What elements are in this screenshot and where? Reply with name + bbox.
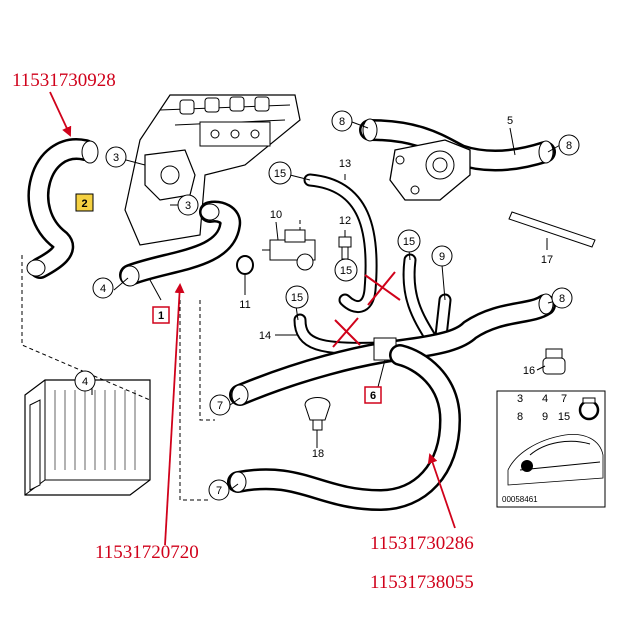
svg-text:2: 2 — [81, 198, 87, 210]
callout-square-1: 1 — [152, 306, 170, 324]
inset-clamp-icon — [578, 397, 600, 421]
callout-circle-3b: 3 — [177, 194, 199, 216]
inset-num-15: 15 — [558, 411, 570, 423]
svg-text:15: 15 — [291, 292, 303, 304]
svg-text:15: 15 — [340, 265, 352, 277]
callout-circle-15a: 15 — [268, 161, 292, 185]
callout-circle-7a: 7 — [209, 394, 231, 416]
callout-circle-8a: 8 — [331, 110, 353, 132]
inset-num-8: 8 — [517, 411, 523, 423]
callout-circle-15c: 15 — [334, 258, 358, 282]
seal-ring-part-11 — [236, 255, 254, 275]
label-14: 14 — [259, 330, 271, 342]
callout-circle-15d: 15 — [285, 285, 309, 309]
inset-code: 00058461 — [502, 495, 538, 504]
callout-circle-8b: 8 — [558, 134, 580, 156]
label-17: 17 — [541, 254, 553, 266]
svg-text:15: 15 — [274, 168, 286, 180]
part-number-upper-left: 11531730928 — [12, 70, 116, 91]
red-arrows — [49, 91, 456, 546]
svg-text:7: 7 — [217, 400, 223, 412]
svg-text:8: 8 — [559, 293, 565, 305]
svg-text:4: 4 — [100, 283, 106, 295]
svg-text:4: 4 — [82, 376, 88, 388]
clip-part-18 — [304, 397, 331, 431]
inset-num-9: 9 — [542, 411, 548, 423]
callout-square-6: 6 — [364, 386, 382, 404]
clamp-part-16 — [542, 348, 566, 375]
thermostat-housing — [389, 139, 471, 201]
part-number-bottom-right-1: 11531730286 — [370, 533, 474, 554]
callout-circle-3a: 3 — [105, 146, 127, 168]
cable-tie-part-17 — [508, 211, 596, 248]
inset-num-7: 7 — [561, 393, 567, 405]
hose-part-2 — [26, 138, 99, 279]
svg-text:3: 3 — [113, 152, 119, 164]
crossed-out-marks — [332, 271, 401, 348]
callout-circle-8c: 8 — [551, 287, 573, 309]
svg-text:3: 3 — [185, 200, 191, 212]
callout-circle-9: 9 — [431, 245, 453, 267]
inset-num-4: 4 — [542, 393, 548, 405]
vehicle-inset-box: 3 4 7 8 9 15 00058461 — [496, 390, 606, 508]
callout-circle-4b: 4 — [74, 370, 96, 392]
hose-part-1 — [119, 200, 242, 287]
svg-text:7: 7 — [216, 485, 222, 497]
inset-num-3: 3 — [517, 393, 523, 405]
label-10: 10 — [270, 209, 282, 221]
part-number-bottom-left: 11531720720 — [95, 542, 199, 563]
callout-circle-7b: 7 — [208, 479, 230, 501]
label-13: 13 — [339, 158, 351, 170]
car-icon — [507, 433, 604, 486]
leader-lines — [91, 121, 561, 491]
bolt-part-12 — [338, 236, 352, 260]
svg-text:15: 15 — [403, 236, 415, 248]
callout-circle-4a: 4 — [92, 277, 114, 299]
svg-text:9: 9 — [439, 251, 445, 263]
callout-circle-15b: 15 — [397, 229, 421, 253]
label-16: 16 — [523, 365, 535, 377]
radiator — [24, 379, 151, 496]
label-18: 18 — [312, 448, 324, 460]
part-number-bottom-right-2: 11531738055 — [370, 572, 474, 593]
label-11: 11 — [239, 299, 250, 311]
svg-text:6: 6 — [370, 390, 376, 402]
valve-part-10 — [262, 229, 316, 271]
svg-text:8: 8 — [566, 140, 572, 152]
engine-block — [124, 94, 301, 246]
hose-part-13 — [303, 173, 378, 313]
svg-text:1: 1 — [158, 310, 164, 322]
label-12: 12 — [339, 215, 351, 227]
label-5: 5 — [507, 115, 513, 127]
callout-square-2: 2 — [75, 193, 94, 212]
svg-text:8: 8 — [339, 116, 345, 128]
